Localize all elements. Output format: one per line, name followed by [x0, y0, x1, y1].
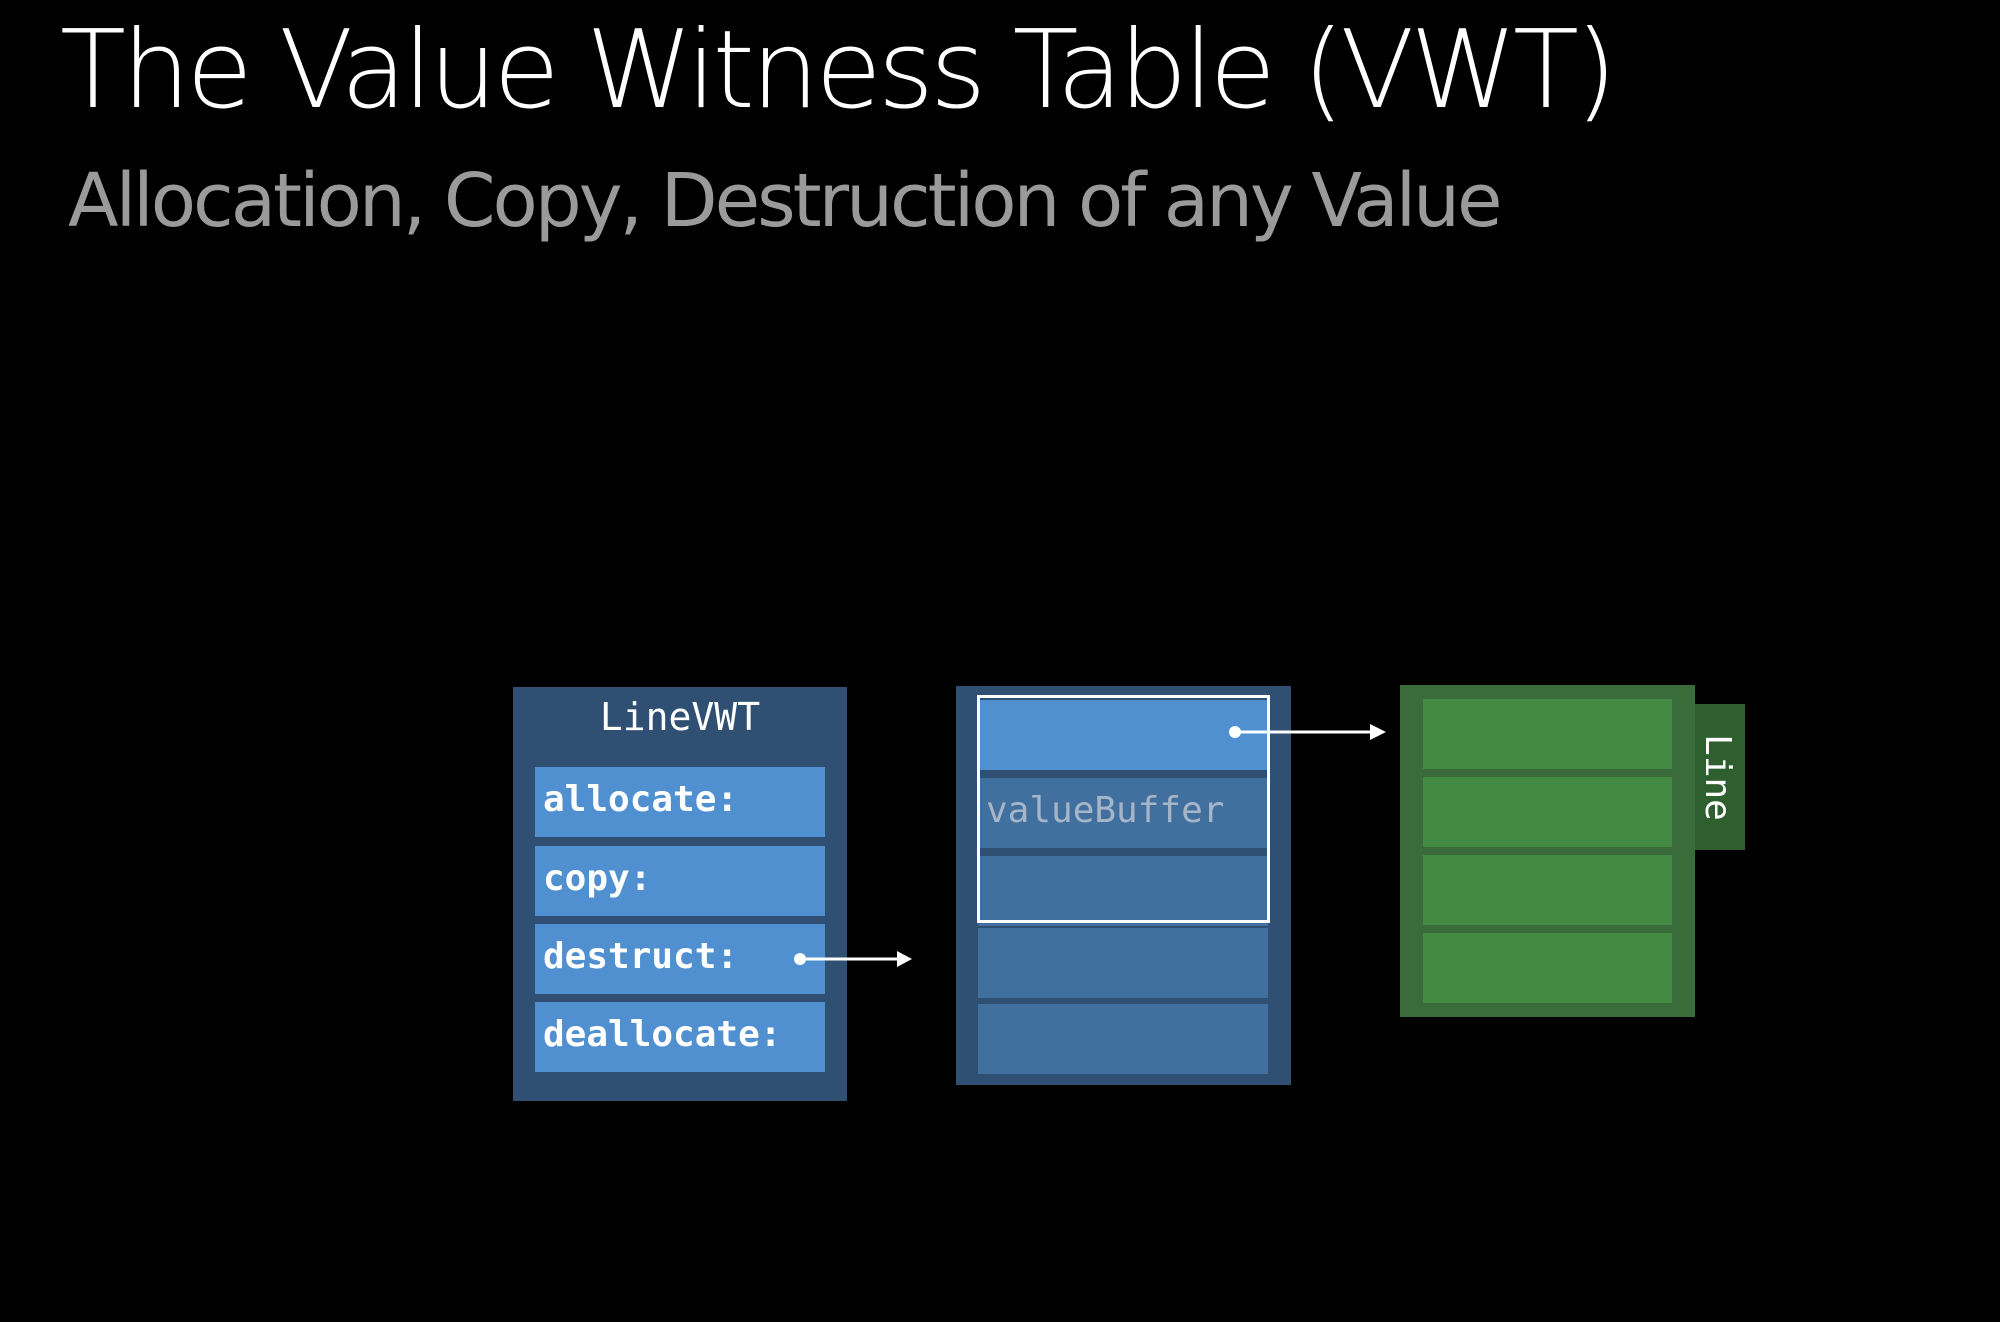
- line-cell: [1423, 933, 1672, 1003]
- line-cell: [1423, 699, 1672, 769]
- vwt-entry-allocate: allocate:: [535, 767, 825, 837]
- slide-title: The Value Witness Table (VWT): [60, 8, 1617, 133]
- container-cell: [978, 1004, 1268, 1074]
- vwt-header: LineVWT: [599, 695, 761, 739]
- line-vwt-table: LineVWT allocate: copy: destruct: deallo…: [513, 687, 847, 1101]
- value-buffer-cell: [978, 856, 1268, 926]
- vwt-entry-copy: copy:: [535, 846, 825, 916]
- line-struct-box: [1400, 685, 1695, 1017]
- line-tab: [1690, 704, 1745, 850]
- value-buffer-outline: [977, 695, 1270, 923]
- container-cell: [978, 928, 1268, 998]
- slide-subtitle: Allocation, Copy, Destruction of any Val…: [68, 158, 1503, 244]
- line-cell: [1423, 855, 1672, 925]
- vwt-entry-deallocate: deallocate:: [535, 1002, 825, 1072]
- arrowhead: [1370, 724, 1386, 740]
- line-cell: [1423, 777, 1672, 847]
- buffer-pointer-arrow: [1229, 724, 1386, 740]
- value-buffer-cell: [978, 700, 1268, 770]
- arrowhead: [897, 951, 912, 967]
- value-buffer-label: valueBuffer: [986, 790, 1225, 831]
- value-buffer-cell: valueBuffer: [978, 778, 1268, 848]
- destruct-arrow: [794, 951, 912, 967]
- existential-container: valueBuffer: [956, 686, 1291, 1085]
- vwt-entry-destruct: destruct:: [535, 924, 825, 994]
